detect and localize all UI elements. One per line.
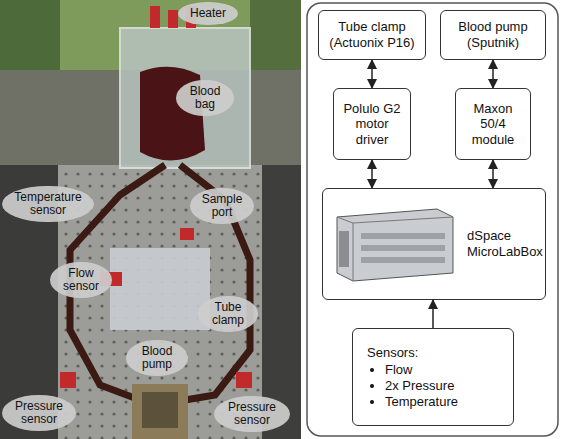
photo-label: Blood pump — [126, 340, 188, 376]
list-item: 2x Pressure — [385, 378, 458, 394]
box-label: Tube clamp (Actuonix P16) — [325, 19, 419, 50]
box-label: Blood pump (Sputnik) — [447, 19, 539, 50]
photo-label: Pressure sensor — [214, 396, 290, 432]
list-text: Flow — [385, 362, 412, 377]
connector-arrow — [492, 60, 494, 88]
list-item: Flow — [385, 362, 458, 378]
connector-arrow — [371, 60, 373, 88]
photo-label: Heater — [178, 2, 238, 25]
list-text: 2x Pressure — [385, 378, 454, 393]
pump-box: Blood pump (Sputnik) — [440, 10, 546, 60]
photo-label: Temperature sensor — [2, 186, 94, 222]
connector-arrow — [371, 160, 373, 188]
box-label: Polulo G2 motor driver — [340, 101, 404, 148]
photo-label: Blood bag — [176, 80, 234, 116]
actuator-box: Tube clamp (Actuonix P16) — [318, 10, 426, 60]
box-label: Maxon 50/4 module — [462, 101, 524, 148]
connector-arrow — [432, 300, 434, 328]
photo-label: Sample port — [190, 188, 254, 224]
list-text: Temperature — [385, 394, 458, 409]
list-item: Temperature — [385, 394, 458, 410]
device-icon — [331, 203, 457, 285]
box-label: dSpace MicroLabBox — [467, 228, 543, 259]
sensor-list: Flow2x PressureTemperature — [367, 362, 458, 409]
connector-arrow — [492, 160, 494, 188]
photo-label: Flow sensor — [50, 262, 112, 298]
driver-box: Polulo G2 motor driver — [333, 88, 411, 160]
sensor-box: Sensors:Flow2x PressureTemperature — [352, 328, 514, 426]
controller-box: dSpace MicroLabBox — [322, 188, 546, 300]
driver-box: Maxon 50/4 module — [455, 88, 531, 160]
photo-label: Tube clamp — [198, 296, 258, 332]
box-heading: Sensors: — [367, 345, 418, 361]
photo-label: Pressure sensor — [2, 395, 76, 431]
